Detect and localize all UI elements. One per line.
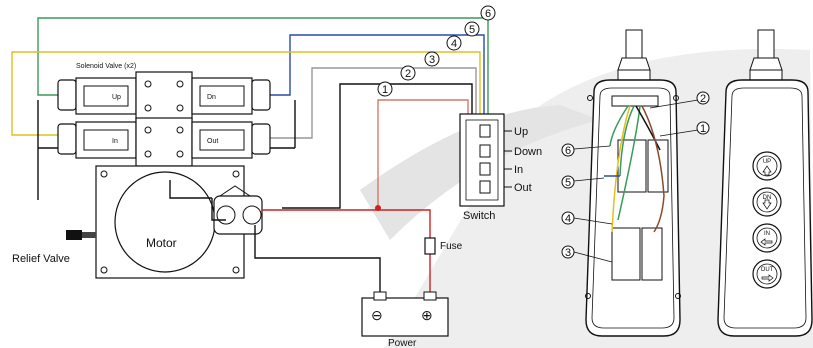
wire-6-green xyxy=(37,17,489,120)
wire-2-black xyxy=(282,83,473,209)
pendant-callout-1: 1 xyxy=(659,121,710,137)
arrow-left-icon xyxy=(760,238,773,246)
arrow-up-icon xyxy=(762,165,772,176)
svg-text:6: 6 xyxy=(485,8,491,20)
watermark-swoosh xyxy=(360,105,600,240)
solenoid-valve-top xyxy=(57,71,271,121)
switch-label: Switch xyxy=(463,210,495,222)
svg-text:5: 5 xyxy=(565,177,571,189)
pendant-callout-2: 2 xyxy=(649,91,710,109)
motor-assembly xyxy=(95,165,263,279)
arrow-right-icon xyxy=(761,274,774,282)
motor-wire-top xyxy=(169,180,212,199)
pendant-callout-4: 4 xyxy=(561,211,613,225)
power-wire-red xyxy=(262,209,431,238)
svg-text:3: 3 xyxy=(429,54,435,66)
svg-text:6: 6 xyxy=(565,145,571,157)
svg-text:4: 4 xyxy=(451,38,457,50)
switch-in-label: In xyxy=(514,164,523,176)
wire-number-3: 3 xyxy=(424,51,440,67)
switch-out-label: Out xyxy=(514,182,532,194)
wire-number-6: 6 xyxy=(480,5,496,21)
wire-5-blue xyxy=(270,34,485,120)
svg-text:1: 1 xyxy=(382,84,388,96)
pendant-in-button[interactable]: IN xyxy=(752,223,782,253)
out-button-label: OUT xyxy=(761,267,774,273)
switch-up-label: Up xyxy=(514,126,528,138)
up-button-label: UP xyxy=(763,159,771,165)
battery xyxy=(361,291,449,337)
svg-text:2: 2 xyxy=(700,93,706,105)
solenoid-valve-label: Solenoid Valve (x2) xyxy=(76,63,136,70)
fuse-icon xyxy=(424,237,436,255)
wire-number-4: 4 xyxy=(446,35,462,51)
valve-in-label: In xyxy=(112,138,118,145)
svg-text:1: 1 xyxy=(700,123,706,135)
wire-number-1: 1 xyxy=(377,81,393,97)
wire-1-red xyxy=(377,99,469,208)
pendant-callout-5: 5 xyxy=(561,175,605,189)
svg-text:2: 2 xyxy=(405,68,411,80)
wire-number-2: 2 xyxy=(400,65,416,81)
valve-up-label: Up xyxy=(112,94,121,101)
switch-down-label: Down xyxy=(514,146,542,158)
wire-number-5: 5 xyxy=(464,21,480,37)
relief-valve xyxy=(66,230,96,240)
junction-dot xyxy=(375,205,381,211)
ground-wire xyxy=(254,225,381,292)
battery-positive-icon: ⊕ xyxy=(421,307,433,323)
relief-valve-label: Relief Valve xyxy=(12,253,70,265)
dn-button-label: DN xyxy=(763,195,772,201)
svg-text:4: 4 xyxy=(565,213,571,225)
arrow-down-icon xyxy=(762,199,772,210)
battery-negative-icon: ⊖ xyxy=(371,307,383,323)
pendant-out-button[interactable]: OUT xyxy=(752,259,782,289)
valve-out-label: Out xyxy=(207,138,218,145)
motor-label: Motor xyxy=(146,236,177,250)
in-button-label: IN xyxy=(764,231,770,237)
valve-common-wires xyxy=(37,100,296,200)
fuse-label: Fuse xyxy=(440,241,463,252)
pendant-dn-button[interactable]: DN xyxy=(752,187,782,217)
switch-box xyxy=(459,113,512,207)
wire-4-yellow xyxy=(11,51,481,136)
wire-3-gray xyxy=(270,67,477,139)
svg-text:5: 5 xyxy=(469,24,475,36)
pendant-callout-3: 3 xyxy=(561,245,613,263)
pendant-up-button[interactable]: UP xyxy=(752,151,782,181)
solenoid-valve-bottom xyxy=(57,117,271,167)
svg-text:3: 3 xyxy=(565,247,571,259)
motor-wire-link xyxy=(211,198,226,221)
valve-dn-label: Dn xyxy=(207,94,216,101)
pendant-open xyxy=(585,29,681,337)
pendant-callout-6: 6 xyxy=(561,143,611,157)
power-label: Power xyxy=(388,338,417,348)
